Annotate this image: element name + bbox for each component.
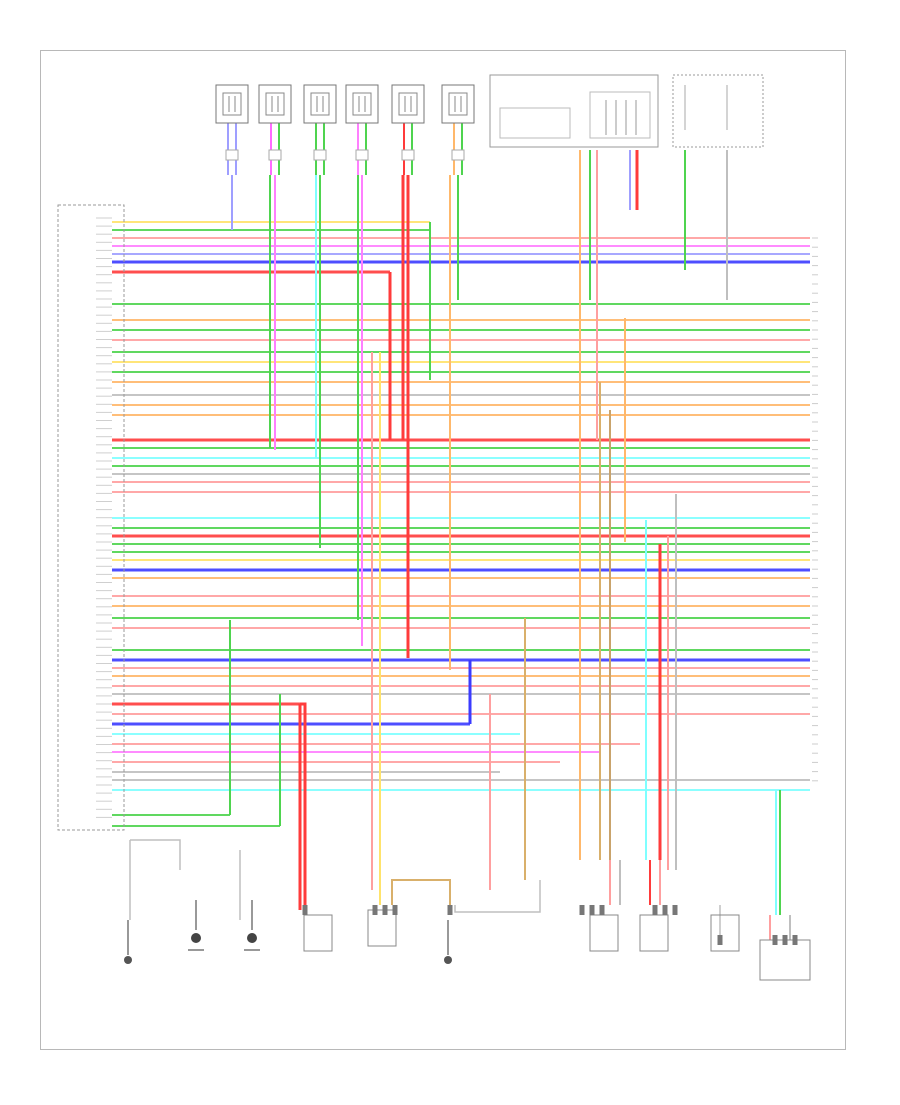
module-box (759, 939, 811, 981)
sensor-wire (454, 880, 541, 913)
fuse-element (222, 92, 242, 116)
ground-wire (130, 839, 181, 870)
sensor-wire (391, 879, 451, 905)
component-box (589, 914, 619, 952)
connector-pin (772, 935, 778, 945)
connector-pin (579, 905, 585, 915)
components-layer (45, 74, 818, 981)
junction-inner (499, 107, 571, 139)
connector-pin (717, 935, 723, 945)
fuse-element (310, 92, 330, 116)
connector-pin (382, 905, 388, 915)
connector-pin (792, 935, 798, 945)
fuse-box (345, 84, 379, 124)
fuse-element (448, 92, 468, 116)
junction-inner (589, 91, 651, 139)
connector-pin (225, 149, 239, 161)
connector-pin (302, 905, 308, 915)
connector-pin (451, 149, 465, 161)
connector-pin (447, 905, 453, 915)
connector-pin (268, 149, 282, 161)
relay-box (672, 74, 764, 148)
ground-terminal (124, 956, 132, 964)
sensor-coil (247, 933, 257, 943)
connector-pin (392, 905, 398, 915)
sensor-coil (191, 933, 201, 943)
connector-pin (401, 149, 415, 161)
component-box (639, 914, 669, 952)
ecm-label-area (45, 839, 105, 876)
ground-terminal (444, 956, 452, 964)
ecm-connector (57, 204, 125, 831)
connector-pin (652, 905, 658, 915)
connector-pin (355, 149, 369, 161)
fuse-element (352, 92, 372, 116)
component-box (303, 914, 333, 952)
component-box (367, 909, 397, 947)
connector-pin (672, 905, 678, 915)
connector-pin (662, 905, 668, 915)
fuse-element (398, 92, 418, 116)
connector-pin (589, 905, 595, 915)
connector-pin (372, 905, 378, 915)
connector-pin (782, 935, 788, 945)
connector-pin (313, 149, 327, 161)
ground-wire (300, 702, 307, 905)
connector-pin (599, 905, 605, 915)
component-box (710, 914, 740, 952)
wires-layer (112, 123, 810, 950)
fuse-element (265, 92, 285, 116)
